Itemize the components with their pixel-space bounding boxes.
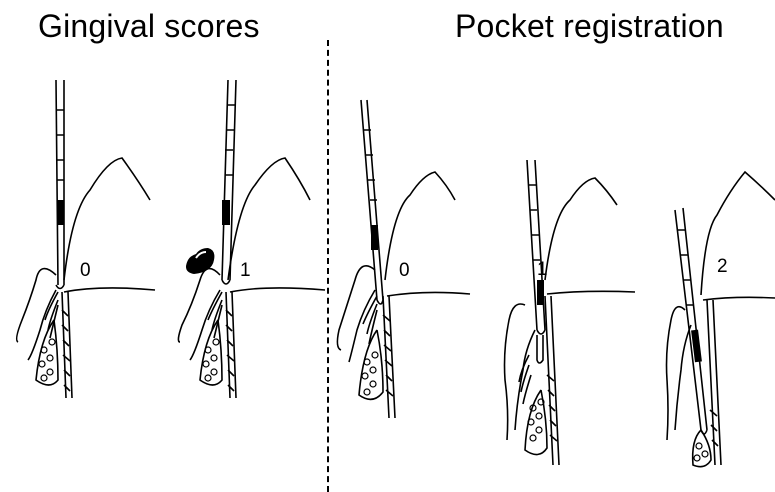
gingival-scores-heading: Gingival scores xyxy=(38,8,260,45)
gingival-score-1-label: 1 xyxy=(240,260,251,281)
pocket-2-label: 2 xyxy=(717,256,728,277)
gingival-score-0-label: 0 xyxy=(80,260,91,281)
pocket-1-label: 1 xyxy=(537,259,548,280)
pocket-registration-heading: Pocket registration xyxy=(455,8,724,45)
pocket-0-label: 0 xyxy=(399,260,410,281)
